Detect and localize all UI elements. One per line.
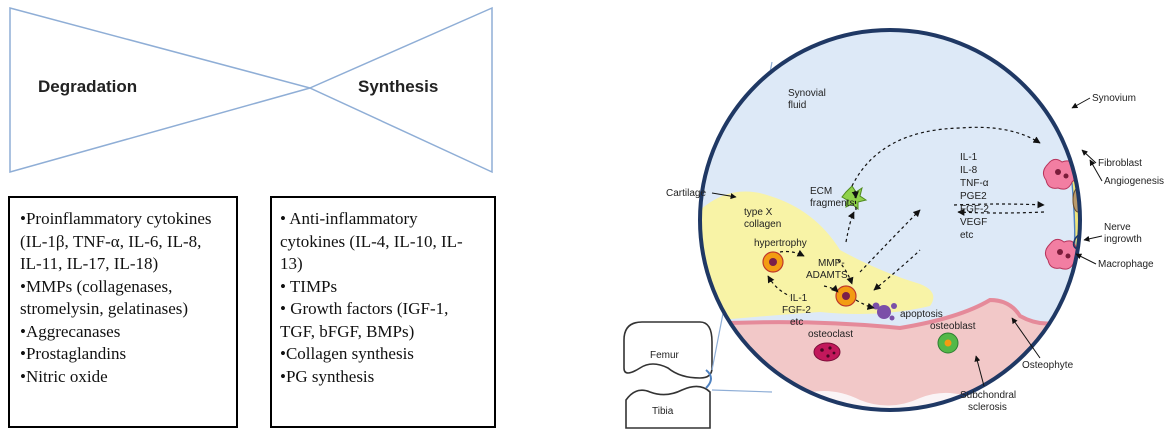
il1-to-cell-arrow	[823, 284, 839, 293]
femur-shape	[623, 321, 713, 379]
synovial-fluid-label: Synovial fluid	[788, 88, 829, 111]
macrophage-cell	[1042, 158, 1078, 190]
cytokines-list-label: IL-1 IL-8 TNF-α PGE2 FGF-2 VEGF etc	[960, 152, 992, 241]
tibia-shape	[625, 385, 711, 429]
synthesis-item: • TIMPs	[280, 276, 338, 296]
macrophage-leader	[1075, 253, 1097, 265]
balance-bowtie: Degradation Synthesis	[9, 6, 493, 174]
knee-joint-inset: Femur Tibia	[623, 61, 773, 429]
ecm-fragment-arrow	[851, 190, 859, 211]
cartilage-leader	[711, 192, 737, 200]
synthesis-item: TGF, bFGF, BMPs)	[280, 321, 415, 341]
nerve-ingrowth-label: Nerve ingrowth	[1104, 222, 1142, 245]
fibroblast-label: Fibroblast	[1098, 158, 1142, 169]
synthesis-item: •Collagen synthesis	[280, 344, 414, 363]
sclerosis-leader	[974, 355, 985, 387]
synthesis-label: Synthesis	[358, 77, 438, 96]
synovium-to-cytokines-arrow	[957, 208, 1045, 216]
cell-to-cytokines-arrow	[859, 209, 921, 273]
osteophyte-label: Osteophyte	[1022, 360, 1074, 371]
degradation-item: (IL-1β, TNF-α, IL-6, IL-8,	[20, 231, 202, 251]
hypertrophic-chondrocyte	[762, 251, 784, 273]
nerve-leader	[1083, 235, 1103, 242]
angiogenesis-label: Angiogenesis	[1104, 176, 1164, 187]
osteophyte-leader	[1011, 317, 1041, 359]
mmp-to-ecm-arrow	[845, 211, 855, 243]
mmp-to-cell-arrow	[837, 259, 854, 285]
macrophage-label: Macrophage	[1098, 259, 1154, 270]
synthesis-item: 13)	[280, 254, 303, 273]
joint-capsule	[705, 369, 712, 389]
synthesis-item: cytokines (IL-4, IL-10, IL-	[280, 231, 463, 251]
type-x-collagen-label: type X collagen	[744, 207, 781, 230]
synthesis-triangle	[308, 6, 493, 174]
synthesis-item: • Anti-inflammatory	[280, 209, 418, 228]
subchondral-sclerosis-label: Subchondral sclerosis	[960, 390, 1019, 413]
femur-label: Femur	[650, 350, 680, 361]
degradation-factors-box: •Proinflammatory cytokines (IL-1β, TNF-α…	[8, 196, 238, 428]
degradation-item: •Nitric oxide	[20, 366, 108, 386]
degradation-item: •MMPs (collagenases,	[20, 276, 173, 296]
hypertrophy-to-mmp-arrow	[779, 249, 805, 257]
osteoclast-label: osteoclast	[808, 329, 853, 340]
synovium-leader	[1071, 97, 1091, 109]
ecm-fragments-label: ECM fragments	[810, 186, 854, 209]
ecm-to-synovium-arrow	[851, 126, 1041, 187]
fibroblast-cell	[1070, 277, 1080, 303]
tibia-label: Tibia	[652, 406, 674, 417]
mmp-adamts-label: MMP- ADAMTS	[806, 258, 848, 281]
cytokines-to-cell-arrow	[873, 249, 921, 291]
synovium-label: Synovium	[1092, 93, 1136, 104]
degradation-item: •Prostaglandins	[20, 344, 127, 363]
fibroblast-cell	[1066, 117, 1078, 143]
degradation-item: stromelysin, gelatinases)	[20, 299, 189, 318]
osteoblast-label: osteoblast	[930, 321, 976, 332]
zoom-circle-outline	[698, 28, 1082, 412]
synthesis-factors-box: • Anti-inflammatory cytokines (IL-4, IL-…	[270, 196, 496, 428]
degradation-item: •Proinflammatory cytokines	[20, 209, 212, 228]
il1-fgf2-label: IL-1 FGF-2 etc	[782, 293, 814, 328]
fibroblast-leader	[1081, 149, 1097, 164]
apoptosis-label: apoptosis	[900, 309, 943, 320]
joint-magnified-view: Synovial fluid type X collagen hypertrop…	[666, 28, 1164, 413]
osteoclast-cell	[813, 342, 841, 362]
degradation-triangle	[9, 7, 313, 173]
synthesis-item: • Growth factors (IGF-1,	[280, 299, 449, 318]
osteoblast-cell	[937, 332, 959, 354]
il1-to-chondrocyte-arrow	[767, 275, 791, 297]
degradation-label: Degradation	[38, 77, 137, 96]
cartilage-label: Cartilage	[666, 188, 706, 199]
synthesis-item: •PG synthesis	[280, 366, 375, 386]
chondrocyte	[835, 285, 857, 307]
zoom-line-bottom	[711, 389, 773, 393]
angiogenesis-leader	[1089, 159, 1103, 182]
degradation-item: IL-11, IL-17, IL-18)	[20, 254, 159, 273]
cell-to-apoptosis-arrow	[855, 299, 875, 310]
degradation-item: •Aggrecanases	[20, 321, 121, 341]
hypertrophy-label: hypertrophy	[754, 238, 807, 249]
angiogenesis-vessel	[1082, 140, 1092, 158]
bone-edge	[700, 297, 1071, 331]
